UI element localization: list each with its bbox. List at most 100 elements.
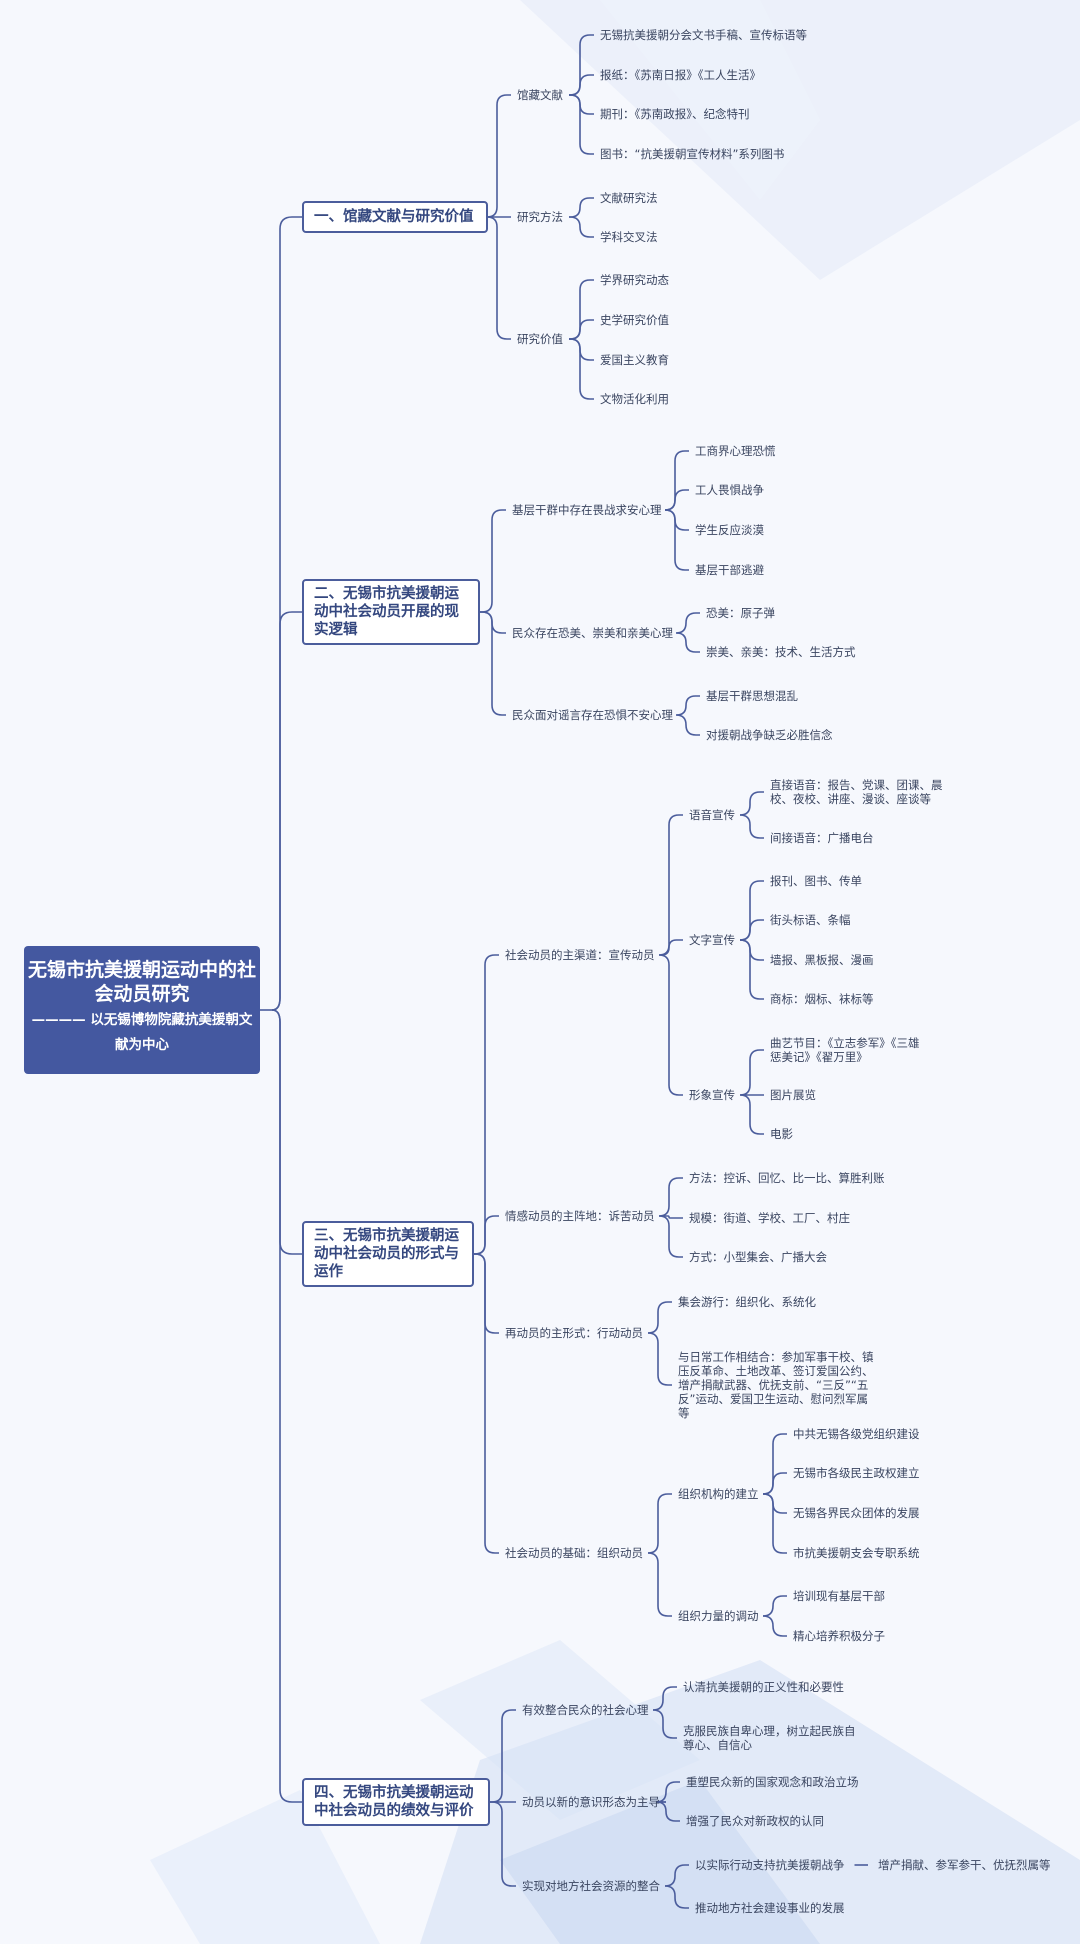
subtopic[interactable]: 民众存在恐美、崇美和亲美心理 (512, 626, 673, 640)
detail-topic[interactable]: 集会游行：组织化、系统化 (678, 1295, 816, 1309)
leaf-topic[interactable]: 直接语音：报告、党课、团课、晨校、夜校、讲座、漫谈、座谈等 (770, 778, 943, 806)
connector-line (647, 1332, 672, 1386)
leaf-topic[interactable]: 电影 (770, 1127, 793, 1141)
connector-line (569, 338, 594, 400)
detail-topic[interactable]: 方式：小型集会、广播大会 (689, 1250, 827, 1264)
subtopic[interactable]: 有效整合民众的社会心理 (522, 1703, 649, 1717)
subtopic[interactable]: 基层干群中存在畏战求安心理 (512, 503, 662, 517)
detail-topic[interactable]: 报纸：《苏南日报》《工人生活》 (600, 68, 761, 82)
connector-line (675, 612, 700, 634)
detail-topic[interactable]: 学界研究动态 (600, 273, 669, 287)
leaf-topic[interactable]: 无锡市各级民主政权建立 (793, 1466, 920, 1480)
connector-line (762, 1472, 787, 1495)
connector-line (660, 939, 683, 956)
leaf-topic[interactable]: 图片展览 (770, 1088, 816, 1102)
section-topic-3[interactable]: 三、无锡市抗美援朝运动中社会动员的形式与运作 (302, 1221, 474, 1287)
leaf-topic[interactable]: 商标：烟标、袜标等 (770, 992, 874, 1006)
subtopic[interactable]: 馆藏文献 (517, 88, 563, 102)
detail-topic[interactable]: 形象宣传 (689, 1088, 735, 1102)
detail-topic[interactable]: 期刊：《苏南政报》、纪念特刊 (600, 107, 750, 121)
subtopic[interactable]: 再动员的主形式：行动动员 (505, 1326, 643, 1340)
detail-topic[interactable]: 文物活化利用 (600, 392, 669, 406)
detail-topic[interactable]: 文献研究法 (600, 191, 658, 205)
connector-line (658, 1177, 683, 1217)
connector-line (569, 34, 594, 96)
subtopic[interactable]: 研究价值 (517, 332, 563, 346)
connector-line (647, 1301, 672, 1334)
connector-line (656, 1801, 680, 1822)
detail-topic[interactable]: 学生反应淡漠 (695, 523, 764, 537)
connector-line (486, 94, 511, 218)
detail-topic[interactable]: 史学研究价值 (600, 313, 669, 327)
connector-line (762, 1615, 787, 1637)
connector-line (763, 1493, 787, 1514)
connector-line (658, 1215, 683, 1258)
detail-topic[interactable]: 恐美：原子弹 (706, 606, 775, 620)
connector-line (664, 1864, 689, 1887)
detail-topic[interactable]: 语音宣传 (689, 808, 735, 822)
detail-topic[interactable]: 以实际行动支持抗美援朝战争 (695, 1858, 845, 1872)
detail-topic[interactable]: 增强了民众对新政权的认同 (686, 1814, 824, 1828)
root-topic[interactable]: 无锡市抗美援朝运动中的社会动员研究 ———— 以无锡博物院藏抗美援朝文献为中心 (24, 946, 260, 1074)
detail-topic[interactable]: 组织机构的建立 (678, 1487, 759, 1501)
section-topic-1[interactable]: 一、馆藏文献与研究价值 (302, 201, 488, 233)
detail-topic[interactable]: 无锡抗美援朝分会文书手稿、宣传标语等 (600, 28, 807, 42)
leaf-topic[interactable]: 间接语音：广播电台 (770, 831, 874, 845)
leaf-topic[interactable]: 市抗美援朝支会专职系统 (793, 1546, 920, 1560)
leaf-topic[interactable]: 报刊、图书、传单 (770, 874, 862, 888)
subtopic[interactable]: 实现对地方社会资源的整合 (522, 1879, 660, 1893)
detail-topic[interactable]: 认清抗美援朝的正义性和必要性 (683, 1680, 844, 1694)
section-topic-4[interactable]: 四、无锡市抗美援朝运动中社会动员的绩效与评价 (302, 1778, 490, 1826)
detail-topic[interactable]: 工商界心理恐慌 (695, 444, 776, 458)
connector-line (739, 939, 764, 1000)
detail-topic[interactable]: 爱国主义教育 (600, 353, 669, 367)
connector-line (652, 1686, 677, 1711)
subtopic[interactable]: 研究方法 (517, 210, 563, 224)
detail-topic[interactable]: 图书：“抗美援朝宣传材料”系列图书 (600, 147, 785, 161)
detail-topic[interactable]: 文字宣传 (689, 933, 735, 947)
connector-line (480, 611, 506, 634)
subtopic[interactable]: 动员以新的意识形态为主导 (522, 1795, 660, 1809)
connector-line (271, 1009, 302, 1803)
root-title: 无锡市抗美援朝运动中的社会动员研究 (27, 959, 256, 1005)
connector-line (490, 1801, 516, 1887)
leaf-topic[interactable]: 无锡各界民众团体的发展 (793, 1506, 920, 1520)
detail-topic[interactable]: 对援朝战争缺乏必胜信念 (706, 728, 833, 742)
detail-topic[interactable]: 推动地方社会建设事业的发展 (695, 1901, 845, 1915)
detail-topic[interactable]: 基层干部逃避 (695, 563, 764, 577)
detail-topic[interactable]: 规模：街道、学校、工厂、村庄 (689, 1211, 850, 1225)
subtopic[interactable]: 社会动员的主渠道：宣传动员 (505, 948, 655, 962)
connector-line (658, 814, 683, 956)
connector-line (664, 489, 689, 511)
connector-line (480, 611, 506, 716)
subtopic[interactable]: 情感动员的主阵地：诉苦动员 (505, 1209, 655, 1223)
section-topic-2[interactable]: 二、无锡市抗美援朝运动中社会动员开展的现实逻辑 (302, 579, 480, 645)
connector-line (474, 954, 499, 1255)
detail-topic[interactable]: 学科交叉法 (600, 230, 658, 244)
detail-topic[interactable]: 方法：控诉、回忆、比一比、算胜利账 (689, 1171, 885, 1185)
connector-line (474, 1253, 499, 1554)
connector-line (675, 714, 700, 736)
connector-line (739, 814, 764, 839)
leaf-topic[interactable]: 培训现有基层干部 (793, 1589, 885, 1603)
detail-topic[interactable]: 与日常工作相结合：参加军事干校、镇压反革命、土地改革、签订爱国公约、增产捐献武器… (678, 1350, 874, 1420)
detail-topic[interactable]: 基层干群思想混乱 (706, 689, 798, 703)
leaf-topic[interactable]: 曲艺节目：《立志参军》《三雄惩美记》《翟万里》 (770, 1036, 920, 1064)
subtopic[interactable]: 民众面对谣言存在恐惧不安心理 (512, 708, 673, 722)
detail-topic[interactable]: 组织力量的调动 (678, 1609, 759, 1623)
connector-line (664, 509, 689, 531)
leaf-topic[interactable]: 中共无锡各级党组织建设 (793, 1427, 920, 1441)
detail-topic[interactable]: 重塑民众新的国家观念和政治立场 (686, 1775, 859, 1789)
leaf-topic[interactable]: 精心培养积极分子 (793, 1629, 885, 1643)
detail-topic[interactable]: 工人畏惧战争 (695, 483, 764, 497)
detail-topic[interactable]: 克服民族自卑心理，树立起民族自尊心、自信心 (683, 1724, 856, 1752)
leaf-topic[interactable]: 墙报、黑板报、漫画 (770, 953, 874, 967)
leaf-topic[interactable]: 增产捐献、参军参干、优抚烈属等 (878, 1858, 1051, 1872)
connector-line (739, 791, 764, 816)
subtopic[interactable]: 社会动员的基础：组织动员 (505, 1546, 643, 1560)
connector-line (664, 1885, 689, 1909)
detail-topic[interactable]: 崇美、亲美：技术、生活方式 (706, 645, 856, 659)
leaf-topic[interactable]: 街头标语、条幅 (770, 913, 851, 927)
connector-line (569, 94, 594, 155)
